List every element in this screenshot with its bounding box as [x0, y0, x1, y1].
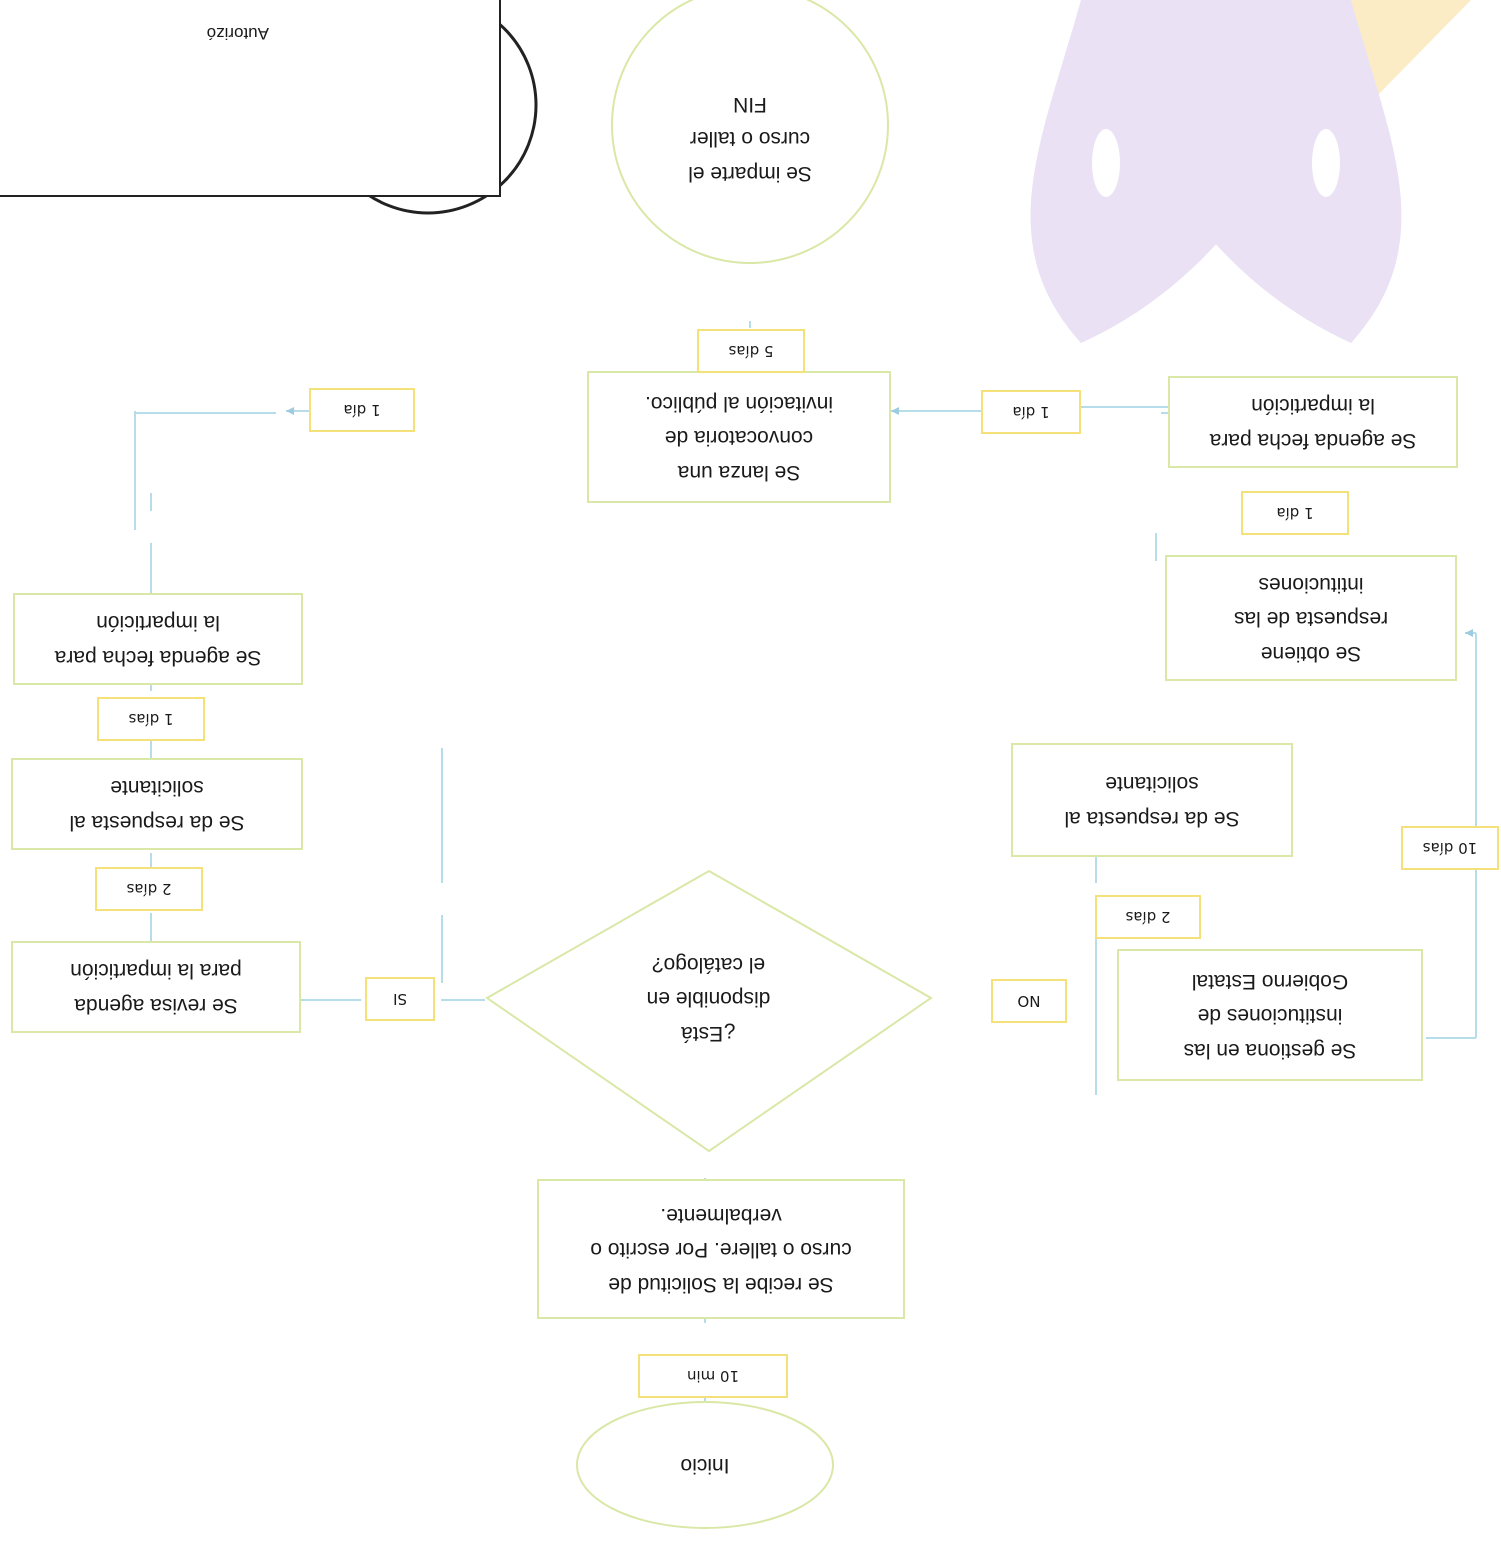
manage-institutions-text: Se gestiona en las instituciones de Gobi…	[1183, 969, 1357, 1062]
time-tag-call: 5 días	[697, 329, 805, 373]
review-agenda-text: Se revisa agenda para la impartición	[70, 959, 242, 1017]
start-text: Inicio	[680, 1454, 730, 1478]
start-label: Inicio	[577, 1432, 833, 1498]
yes-branch-text: SI	[393, 990, 407, 1008]
review-agenda-box: Se revisa agenda para la impartición	[11, 941, 301, 1033]
time-tag-review-text: 2 días	[126, 880, 172, 898]
time-tag-call-text: 5 días	[728, 342, 774, 360]
schedule-right-box: Se agenda fecha para la impartición	[1168, 376, 1458, 468]
decision-node	[485, 869, 933, 1153]
no-branch-tag: NO	[991, 979, 1067, 1023]
time-tag-respond-left: 1 días	[97, 697, 205, 741]
obtain-response-box: Se obtiene respuesta de las intituciones	[1165, 555, 1457, 681]
public-call-box: Se lanza una convocatoria de invitación …	[587, 371, 891, 503]
authorization-label: Autorizó	[206, 24, 269, 43]
receive-request-box: Se recibe la Solicitud de curso o taller…	[537, 1179, 905, 1319]
public-call-text: Se lanza una convocatoria de invitación …	[645, 391, 833, 484]
end-text: Se imparte el curso o taller FIN	[688, 92, 812, 185]
time-tag-respond-left-text: 1 días	[128, 710, 174, 728]
start-node	[576, 1401, 834, 1529]
end-node	[611, 0, 889, 264]
yes-branch-tag: SI	[365, 977, 435, 1021]
manage-institutions-box: Se gestiona en las instituciones de Gobi…	[1117, 949, 1423, 1081]
time-tag-obtain-text: 1 día	[1276, 504, 1314, 522]
time-tag-obtain-wait: 10 días	[1401, 826, 1499, 870]
time-tag-start: 10 min	[638, 1354, 788, 1398]
respond-left-box: Se da respuesta al solicitante	[11, 758, 303, 850]
no-branch-text: NO	[1017, 992, 1041, 1010]
receive-request-text: Se recibe la Solicitud de curso o taller…	[590, 1203, 852, 1296]
end-label: Se imparte el curso o taller FIN	[619, 63, 881, 213]
time-tag-manage-text: 2 días	[1125, 908, 1171, 926]
authorization-box: Autorizó	[0, 0, 501, 197]
respond-left-text: Se da respuesta al solicitante	[69, 776, 245, 834]
time-tag-schedule-right: 1 día	[981, 390, 1081, 434]
time-tag-obtain-wait-text: 10 días	[1422, 839, 1478, 857]
schedule-left-box: Se agenda fecha para la impartición	[13, 593, 303, 685]
time-tag-manage: 2 días	[1095, 895, 1201, 939]
schedule-left-text: Se agenda fecha para la impartición	[54, 611, 262, 669]
schedule-right-text: Se agenda fecha para la impartición	[1209, 394, 1417, 452]
time-tag-schedule-right-text: 1 día	[1012, 403, 1050, 421]
time-tag-schedule-left-text: 1 día	[343, 401, 381, 419]
decision-text: ¿Está disponible en el catálogo?	[646, 952, 771, 1045]
obtain-response-text: Se obtiene respuesta de las intituciones	[1233, 572, 1389, 665]
watermark-logo	[1030, 0, 1471, 343]
respond-right-box: Se da respuesta al solicitante	[1011, 743, 1293, 857]
time-tag-start-text: 10 min	[686, 1367, 740, 1385]
time-tag-obtain: 1 día	[1241, 491, 1349, 535]
time-tag-schedule-left: 1 día	[309, 388, 415, 432]
decision-label: ¿Está disponible en el catálogo?	[566, 923, 851, 1073]
time-tag-review: 2 días	[95, 867, 203, 911]
respond-right-text: Se da respuesta al solicitante	[1064, 772, 1240, 830]
